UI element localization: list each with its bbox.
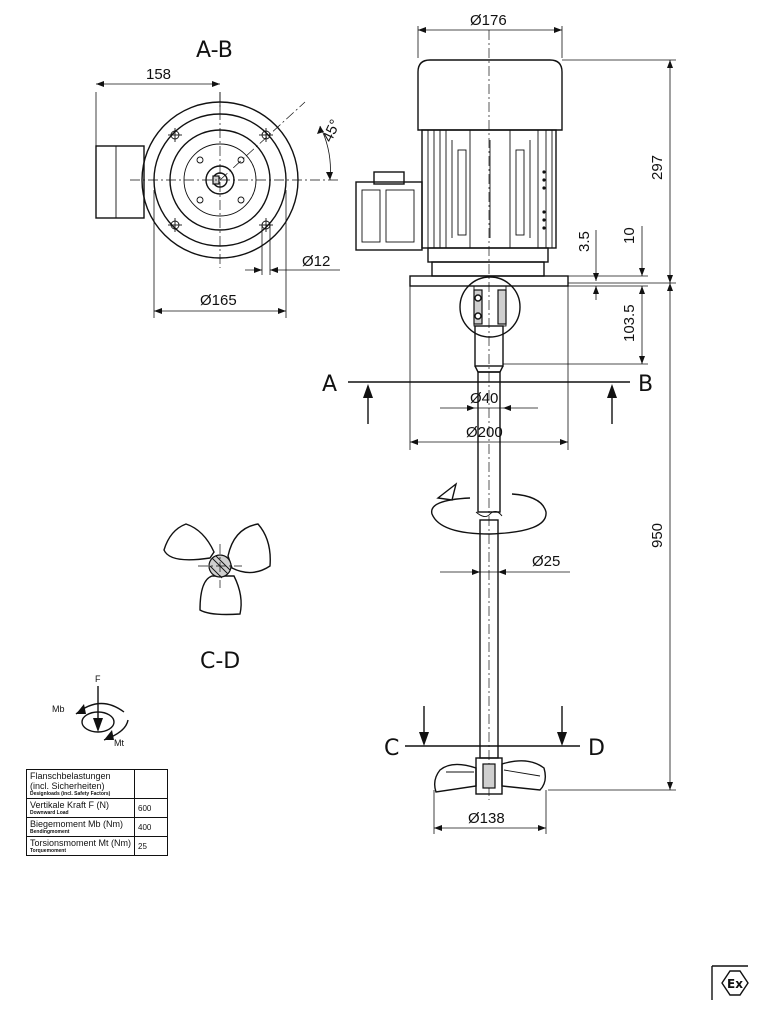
svg-text:Ex: Ex bbox=[727, 977, 743, 991]
label-mb: Mb bbox=[52, 704, 65, 714]
view-cd: C-D bbox=[163, 523, 271, 674]
dim-158: 158 bbox=[146, 66, 171, 83]
rotation-arrow bbox=[431, 493, 547, 535]
dim-200: Ø200 bbox=[466, 424, 503, 441]
section-b-label: B bbox=[638, 372, 653, 397]
dim-176: Ø176 bbox=[470, 12, 507, 29]
loads-row-torque: Torsionsmoment Mt (Nm) Torquemoment bbox=[25, 836, 136, 856]
dim-138: Ø138 bbox=[468, 810, 505, 827]
dim-40: Ø40 bbox=[470, 390, 498, 407]
label-f: F bbox=[95, 674, 101, 684]
fan-cover bbox=[417, 59, 563, 131]
dim-25: Ø25 bbox=[532, 553, 560, 570]
section-d-label: D bbox=[588, 736, 605, 761]
loads-table: Flanschbelastungen (incl. Sicherheiten) … bbox=[25, 769, 169, 856]
view-ab-title: A-B bbox=[196, 38, 233, 63]
propeller-blade-right bbox=[501, 760, 547, 791]
loads-row-force: Vertikale Kraft F (N) Downward Load bbox=[25, 798, 136, 818]
dim-3-5: 3.5 bbox=[576, 231, 593, 252]
propeller-blade-left bbox=[433, 763, 477, 793]
terminal-box bbox=[95, 145, 145, 219]
dim-297: 297 bbox=[649, 155, 666, 180]
label-mt: Mt bbox=[114, 738, 124, 748]
load-symbol: F Mb Mt bbox=[52, 674, 129, 748]
section-a-label: A bbox=[322, 372, 337, 397]
dim-950: 950 bbox=[649, 523, 666, 548]
loads-table-header: Flanschbelastungen (incl. Sicherheiten) … bbox=[25, 769, 136, 799]
dim-103-5: 103.5 bbox=[621, 304, 638, 342]
loads-value-torque: 25 bbox=[134, 836, 169, 856]
loads-row-bending: Biegemoment Mb (Nm) Bendingmoment bbox=[25, 817, 136, 837]
dim-165: Ø165 bbox=[200, 292, 237, 309]
dim-10: 10 bbox=[621, 227, 638, 244]
cd-blade-1 bbox=[163, 523, 215, 561]
motor-side-view: Ø176 297 950 10 3.5 103.5 A B Ø4 bbox=[322, 12, 676, 834]
angle-label: 45° bbox=[319, 117, 344, 145]
ex-mark: Ex bbox=[711, 965, 749, 1000]
cd-blade-2 bbox=[227, 523, 271, 574]
terminal-box-side bbox=[355, 181, 423, 251]
loads-value-force: 600 bbox=[134, 798, 169, 818]
cd-blade-3 bbox=[199, 575, 242, 616]
view-ab: A-B 45° bbox=[95, 38, 344, 318]
view-cd-title: C-D bbox=[200, 649, 240, 674]
loads-value-bending: 400 bbox=[134, 817, 169, 837]
section-c-label: C bbox=[384, 736, 399, 761]
dim-12: Ø12 bbox=[302, 253, 330, 270]
